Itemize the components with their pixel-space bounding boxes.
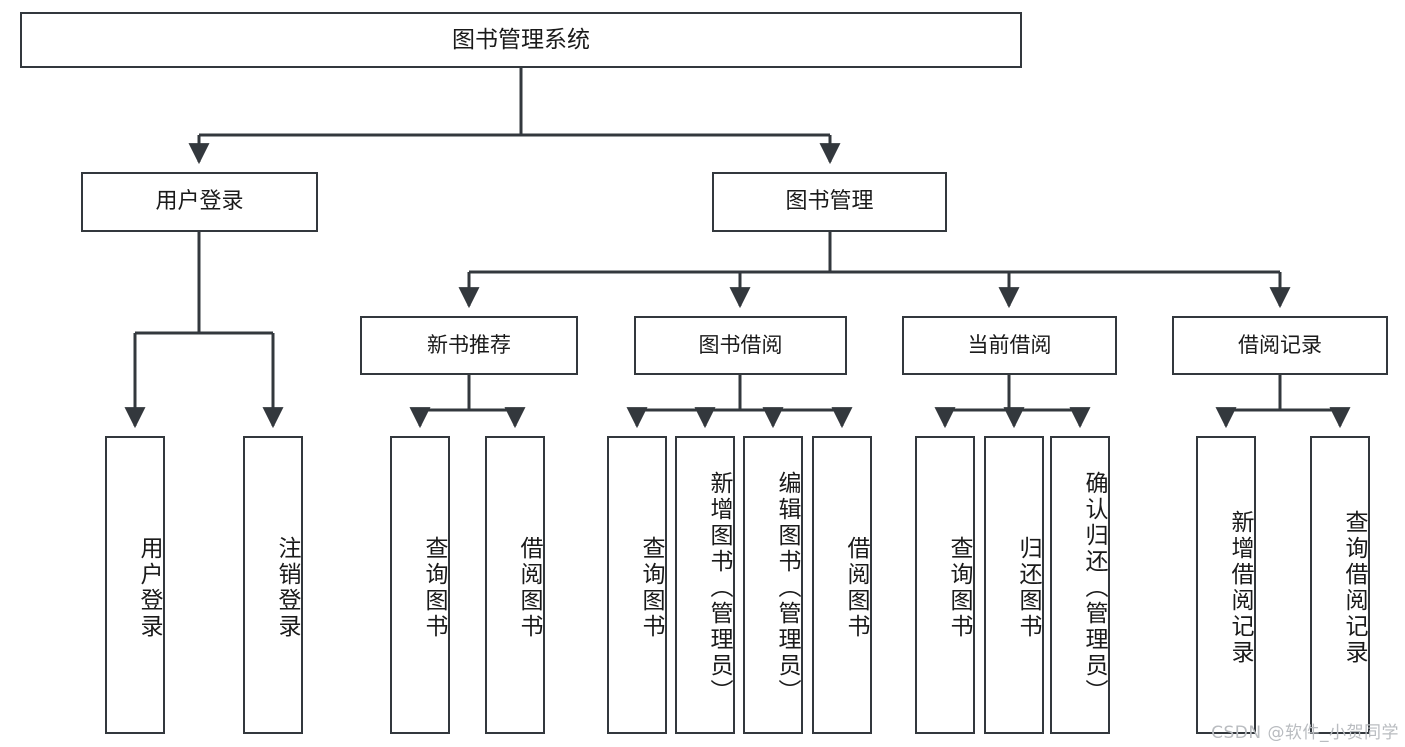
- leaf-label: 借阅图书: [516, 536, 542, 640]
- node-user-login[interactable]: 用户登录: [81, 172, 318, 232]
- leaf-query-book-current[interactable]: 查询图书: [915, 436, 975, 734]
- node-borrow-records[interactable]: 借阅记录: [1172, 316, 1388, 375]
- leaf-label: 查询图书: [946, 536, 972, 640]
- leaf-label: 新增借阅记录: [1227, 510, 1253, 666]
- leaf-user-login[interactable]: 用户登录: [105, 436, 165, 734]
- leaf-label: 查询图书: [421, 536, 447, 640]
- leaf-add-borrow-record[interactable]: 新增借阅记录: [1196, 436, 1256, 734]
- leaf-label: 用户登录: [136, 536, 162, 640]
- leaf-borrow-book-recommend[interactable]: 借阅图书: [485, 436, 545, 734]
- node-root-system[interactable]: 图书管理系统: [20, 12, 1022, 68]
- node-book-borrow[interactable]: 图书借阅: [634, 316, 847, 375]
- node-current-borrow[interactable]: 当前借阅: [902, 316, 1117, 375]
- leaf-label: 新增图书（管理员）: [706, 471, 732, 705]
- leaf-label: 注销登录: [274, 536, 300, 640]
- leaf-user-logout[interactable]: 注销登录: [243, 436, 303, 734]
- leaf-add-book-admin[interactable]: 新增图书（管理员）: [675, 436, 735, 734]
- leaf-edit-book-admin[interactable]: 编辑图书（管理员）: [743, 436, 803, 734]
- leaf-borrow-book[interactable]: 借阅图书: [812, 436, 872, 734]
- leaf-label: 确认归还（管理员）: [1081, 471, 1107, 705]
- leaf-label: 编辑图书（管理员）: [774, 471, 800, 705]
- leaf-query-book-borrow[interactable]: 查询图书: [607, 436, 667, 734]
- leaf-return-book[interactable]: 归还图书: [984, 436, 1044, 734]
- leaf-label: 查询图书: [638, 536, 664, 640]
- node-book-management[interactable]: 图书管理: [712, 172, 947, 232]
- leaf-query-borrow-record[interactable]: 查询借阅记录: [1310, 436, 1370, 734]
- node-new-book-recommend[interactable]: 新书推荐: [360, 316, 578, 375]
- leaf-confirm-return-admin[interactable]: 确认归还（管理员）: [1050, 436, 1110, 734]
- leaf-label: 查询借阅记录: [1341, 510, 1367, 666]
- leaf-label: 归还图书: [1015, 536, 1041, 640]
- leaf-query-book-recommend[interactable]: 查询图书: [390, 436, 450, 734]
- leaf-label: 借阅图书: [843, 536, 869, 640]
